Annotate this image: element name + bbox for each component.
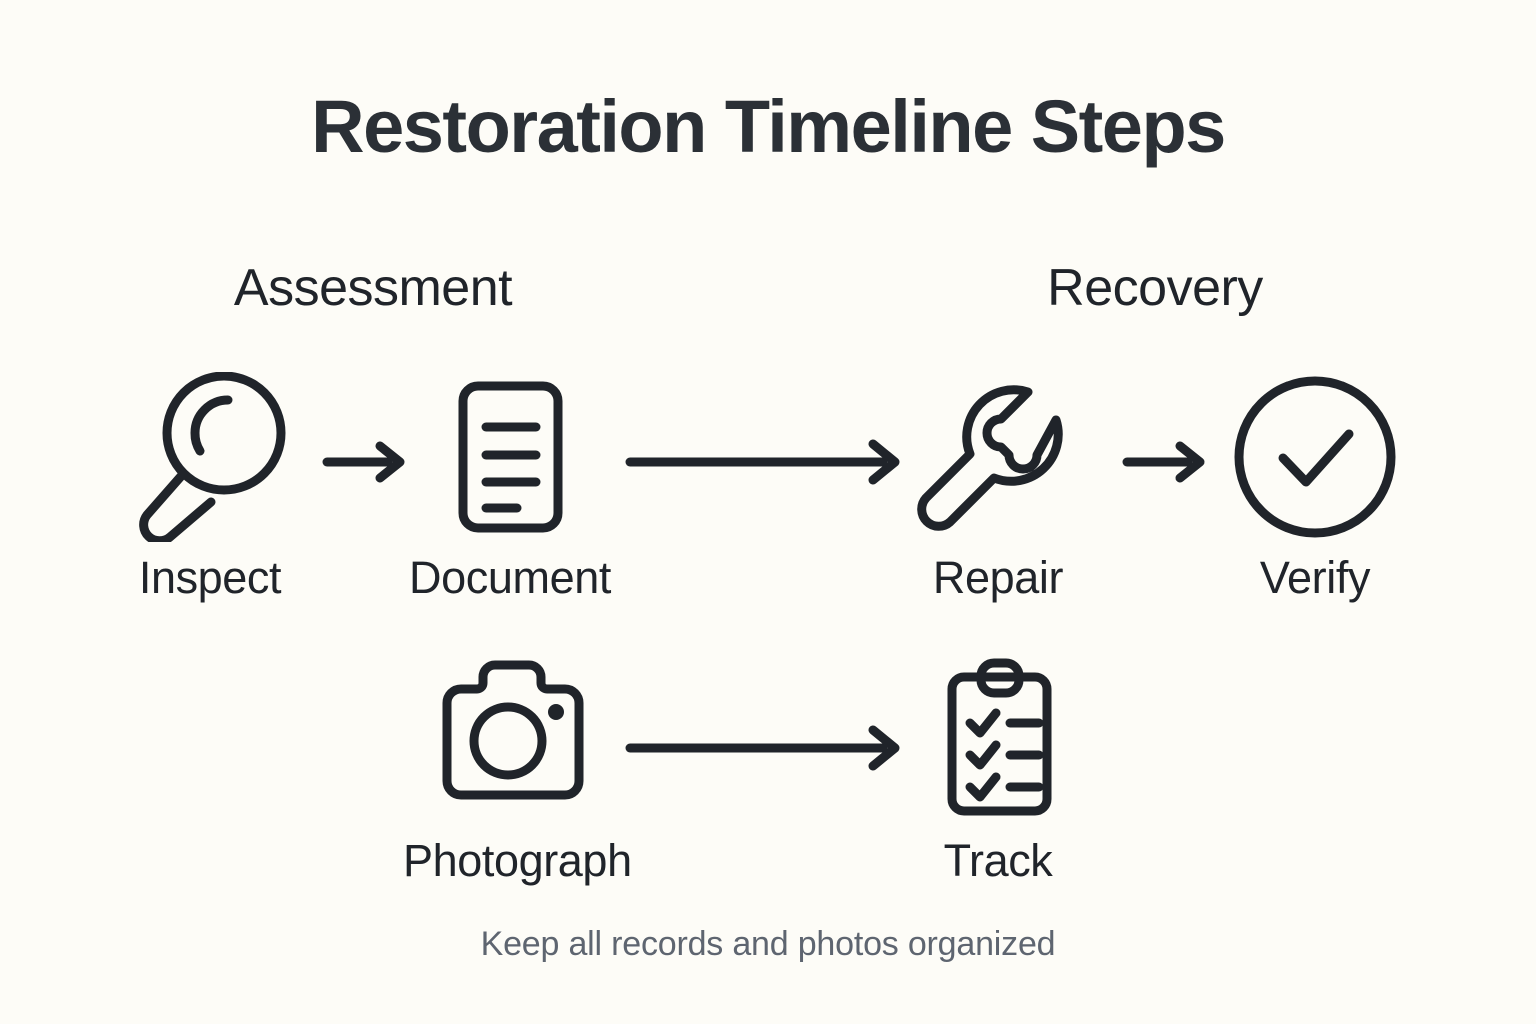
step-label-track: Track — [943, 835, 1053, 886]
arrow-inspect-to-document — [322, 432, 408, 497]
arrow-document-to-repair — [625, 432, 905, 497]
step-label-photograph: Photograph — [403, 835, 632, 886]
step-label-inspect: Inspect — [138, 552, 282, 603]
clipboard-check-icon — [888, 655, 1108, 825]
step-label-repair: Repair — [932, 552, 1064, 603]
check-circle-icon — [1205, 372, 1425, 542]
step-label-document: Document — [409, 552, 611, 603]
step-label-verify: Verify — [1259, 552, 1371, 603]
group-header-recovery: Recovery — [1047, 259, 1263, 317]
document-icon — [400, 372, 620, 542]
wrench-icon — [888, 372, 1108, 542]
step-repair[interactable]: Repair — [888, 372, 1108, 604]
step-photograph[interactable]: Photograph — [403, 655, 632, 887]
arrow-repair-to-verify — [1122, 432, 1208, 497]
step-track[interactable]: Track — [888, 655, 1108, 887]
step-document[interactable]: Document — [400, 372, 620, 604]
step-verify[interactable]: Verify — [1205, 372, 1425, 604]
magnifying-glass-icon — [100, 372, 320, 542]
camera-icon — [403, 655, 623, 825]
group-header-assessment: Assessment — [233, 259, 513, 317]
arrow-photograph-to-track — [625, 718, 905, 783]
page-title: Restoration Timeline Steps — [311, 85, 1226, 168]
step-inspect[interactable]: Inspect — [100, 372, 320, 604]
footer-note: Keep all records and photos organized — [480, 925, 1056, 963]
